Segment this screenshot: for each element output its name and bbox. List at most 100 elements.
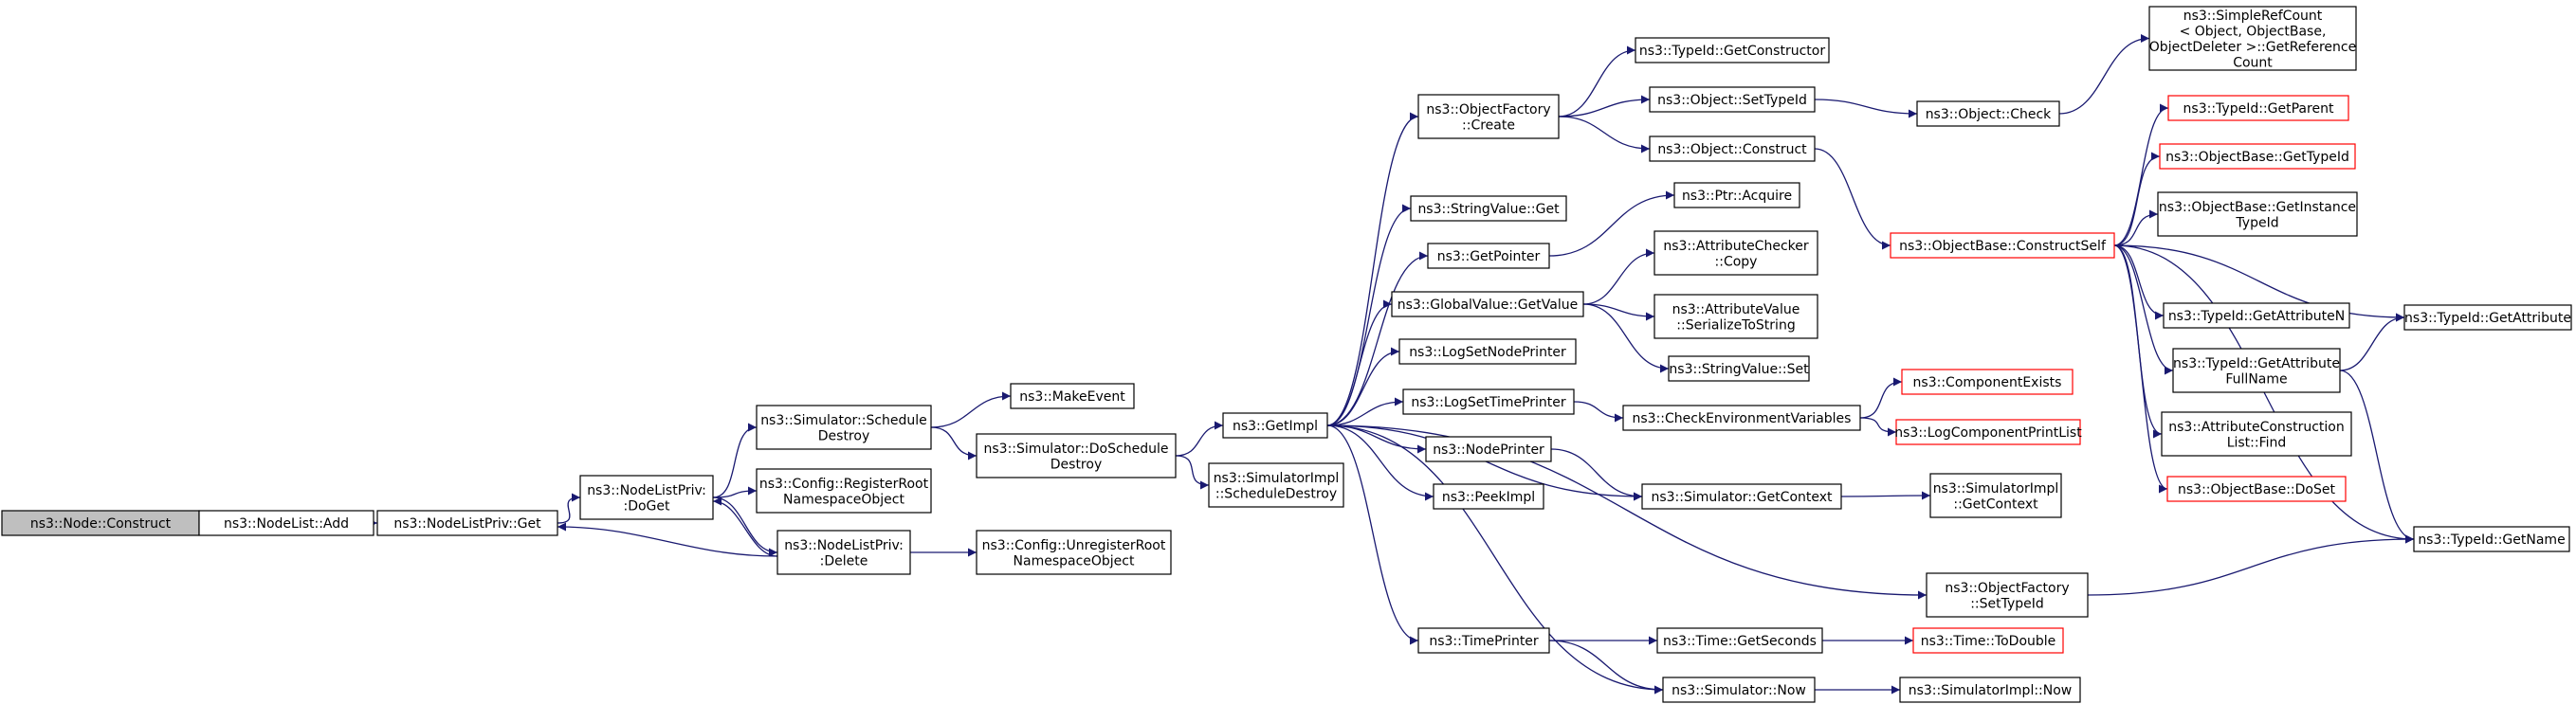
node-label: FullName [2225, 371, 2287, 387]
node-box [776, 530, 911, 575]
node-n38[interactable]: ns3::SimulatorImpl::GetContext [1929, 473, 2062, 518]
edge-n35-n44 [2113, 209, 2159, 246]
edge-arrow [1326, 424, 1434, 501]
edge-arrow [1175, 421, 1224, 457]
node-n49[interactable]: ns3::TypeId::GetAttribute [2403, 304, 2572, 331]
edge-n29-n37 [1859, 417, 1897, 437]
node-n36[interactable]: ns3::ComponentExists [1901, 369, 2074, 395]
node-label: ns3::ComponentExists [1913, 375, 2062, 390]
node-label: NamespaceObject [1014, 553, 1135, 569]
node-n32[interactable]: ns3::Time::GetSeconds [1656, 627, 1823, 654]
node-n40[interactable]: ns3::SimulatorImpl::Now [1899, 677, 2081, 703]
node-label: ns3::LogComponentPrintList [1894, 425, 2082, 441]
node-n33[interactable]: ns3::Simulator::Now [1662, 677, 1816, 703]
node-n28[interactable]: ns3::StringValue::Set [1668, 355, 1810, 382]
edge-arrow [2113, 244, 2174, 375]
node-label: ns3::GetPointer [1437, 249, 1541, 264]
node-n13[interactable]: ns3::ObjectFactory::Create [1417, 94, 1560, 139]
edge-n29-n36 [1859, 377, 1903, 419]
node-n5[interactable]: ns3::Simulator::ScheduleDestroy [756, 405, 932, 450]
edge-n3-n4 [557, 493, 581, 524]
node-n2[interactable]: ns3::NodeList::Add [198, 510, 375, 536]
edge-n23-n34 [1814, 99, 1918, 118]
node-label: ns3::ObjectFactory [1945, 581, 2069, 596]
node-n30[interactable]: ns3::Simulator::GetContext [1641, 483, 1842, 510]
edge-arrow [2113, 244, 2168, 494]
node-box [2148, 6, 2357, 71]
node-n21[interactable]: ns3::TimePrinter [1417, 627, 1550, 654]
node-label: ns3::ObjectBase::GetInstance [2159, 200, 2356, 215]
node-label: ns3::NodeList::Add [224, 516, 349, 532]
node-n7[interactable]: ns3::NodeListPriv::Delete [776, 530, 911, 575]
edge-n46-n50 [2339, 370, 2415, 544]
node-n20[interactable]: ns3::PeekImpl [1433, 483, 1544, 510]
edge-n9-n12 [1175, 455, 1210, 490]
node-box [1929, 473, 2062, 518]
node-n8[interactable]: ns3::MakeEvent [1010, 383, 1135, 409]
node-label: ns3::LogSetNodePrinter [1409, 345, 1566, 360]
node-label: ns3::Config::RegisterRoot [759, 477, 929, 492]
node-n18[interactable]: ns3::LogSetTimePrinter [1402, 388, 1575, 415]
node-n16[interactable]: ns3::GlobalValue::GetValue [1391, 291, 1584, 317]
edge-n34-n41 [2058, 34, 2150, 115]
node-box [1653, 230, 1818, 276]
node-n34[interactable]: ns3::Object::Check [1916, 100, 2060, 127]
edge-n11-n17 [1326, 347, 1400, 426]
node-n50[interactable]: ns3::TypeId::GetName [2413, 526, 2570, 552]
node-label: ::SetTypeId [1970, 596, 2044, 611]
node-n11[interactable]: ns3::GetImpl [1222, 412, 1328, 439]
node-n43[interactable]: ns3::ObjectBase::GetTypeId [2159, 143, 2356, 170]
node-n15[interactable]: ns3::GetPointer [1427, 243, 1550, 269]
node-n17[interactable]: ns3::LogSetNodePrinter [1398, 338, 1577, 365]
node-n35[interactable]: ns3::ObjectBase::ConstructSelf [1890, 232, 2115, 259]
edge-n11-n16 [1326, 299, 1393, 426]
edge-n11-n20 [1326, 424, 1434, 501]
node-label: ns3::AttributeChecker [1663, 239, 1809, 254]
node-n39[interactable]: ns3::Time::ToDouble [1912, 627, 2064, 654]
edge-n11-n13 [1326, 112, 1419, 426]
node-n37[interactable]: ns3::LogComponentPrintList [1894, 419, 2082, 445]
node-n1[interactable]: ns3::Node::Construct [1, 510, 200, 536]
node-n4[interactable]: ns3::NodeListPriv::DoGet [579, 475, 714, 520]
node-n27[interactable]: ns3::AttributeValue::SerializeToString [1653, 294, 1818, 339]
node-n48[interactable]: ns3::ObjectBase::DoSet [2166, 476, 2347, 502]
edge-n16-n28 [1582, 303, 1670, 373]
node-n24[interactable]: ns3::Object::Construct [1649, 135, 1816, 162]
node-n14[interactable]: ns3::StringValue::Get [1410, 195, 1567, 222]
edge-n24-n35 [1814, 148, 1891, 250]
node-n45[interactable]: ns3::TypeId::GetAttributeN [2163, 302, 2350, 329]
node-n29[interactable]: ns3::CheckEnvironmentVariables [1622, 405, 1861, 431]
node-label: ns3::Time::GetSeconds [1663, 634, 1817, 649]
node-n10[interactable]: ns3::Config::UnregisterRootNamespaceObje… [976, 530, 1172, 575]
node-box [1895, 419, 2081, 445]
node-n26[interactable]: ns3::AttributeChecker::Copy [1653, 230, 1818, 276]
edge-arrow [1326, 424, 1927, 600]
edge-arrow [1859, 417, 1897, 437]
edge-arrow [2113, 152, 2161, 246]
node-n19[interactable]: ns3::NodePrinter [1425, 436, 1552, 462]
node-n3[interactable]: ns3::NodeListPriv::Get [376, 510, 558, 536]
node-box [1890, 232, 2115, 259]
node-box [1912, 627, 2064, 654]
edge-arrow [1548, 640, 1664, 695]
node-n23[interactable]: ns3::Object::SetTypeId [1649, 86, 1816, 113]
edge-n16-n26 [1582, 248, 1655, 305]
node-box [1653, 294, 1818, 339]
node-n42[interactable]: ns3::TypeId::GetParent [2167, 95, 2349, 121]
node-n41[interactable]: ns3::SimpleRefCount< Object, ObjectBase,… [2148, 6, 2357, 71]
node-label: ns3::TypeId::GetConstructor [1639, 44, 1825, 59]
node-box [1622, 405, 1861, 431]
node-label: ns3::AttributeConstruction [2168, 420, 2344, 435]
node-n25[interactable]: ns3::Ptr::Acquire [1673, 182, 1800, 208]
node-n31[interactable]: ns3::ObjectFactory::SetTypeId [1926, 572, 2089, 618]
edge-arrow [1558, 95, 1651, 117]
node-n22[interactable]: ns3::TypeId::GetConstructor [1635, 37, 1830, 63]
edge-arrow [1814, 148, 1891, 250]
node-n12[interactable]: ns3::SimulatorImpl::ScheduleDestroy [1208, 462, 1344, 508]
